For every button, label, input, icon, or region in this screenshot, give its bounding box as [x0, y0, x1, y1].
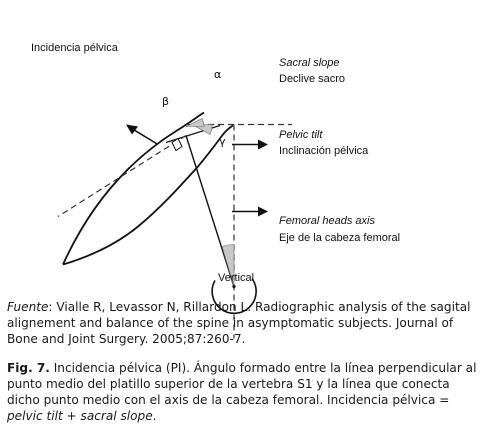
femoral-axis-connecting-line — [185, 135, 235, 287]
sacral-slope-es-label: Declive sacro — [279, 73, 346, 85]
caption-term-pelvic-tilt: pelvic tilt — [7, 409, 63, 423]
alpha-label: α — [214, 68, 222, 81]
alpha-angle-sector-2 — [185, 118, 205, 127]
sacrum-outline-lower — [62, 124, 234, 266]
source-lead: Fuente — [7, 300, 49, 314]
caption-term-sacral-slope: sacral slope — [80, 409, 153, 423]
pelvic-incidence-label: Incidencia pélvica — [31, 42, 118, 54]
source-text: : Vialle R, Levassor N, Rillardon L. Rad… — [7, 300, 471, 346]
gamma-angle-sector — [221, 244, 235, 287]
caption-plus: + — [62, 409, 81, 423]
femoral-head-arc — [211, 278, 257, 315]
pelvic-tilt-en-label: Pelvic tilt — [279, 129, 323, 141]
femoral-axis-en-label: Femoral heads axis — [279, 215, 375, 227]
endplate-perpendicular-line — [57, 134, 187, 218]
alpha-angle-sector — [190, 124, 213, 135]
figure-caption: Fig. 7. Incidencia pélvica (PI). Ángulo … — [7, 360, 483, 424]
caption-end: . — [152, 409, 157, 423]
source-citation: Fuente: Vialle R, Levassor N, Rillardon … — [7, 299, 483, 347]
pelvic-incidence-arrowhead — [126, 124, 138, 135]
femoral-axis-es-label: Eje de la cabeza femoral — [279, 232, 401, 244]
caption-label: Fig. 7. — [7, 361, 50, 375]
sacral-slope-en-label: Sacral slope — [279, 57, 340, 69]
pelvic-tilt-arrowhead — [258, 206, 268, 217]
femoral-axis-point — [232, 284, 236, 289]
pelvic-tilt-es-label: Inclinación pélvica — [279, 145, 369, 157]
beta-label: β — [162, 95, 170, 108]
gamma-label: γ — [219, 135, 226, 148]
vertical-label: Vertical — [218, 272, 255, 284]
caption-text: Incidencia pélvica (PI). Ángulo formado … — [7, 361, 477, 407]
right-angle-marker — [171, 137, 183, 152]
sacrum-outline — [62, 111, 205, 265]
sacral-slope-arrowhead — [258, 139, 268, 150]
